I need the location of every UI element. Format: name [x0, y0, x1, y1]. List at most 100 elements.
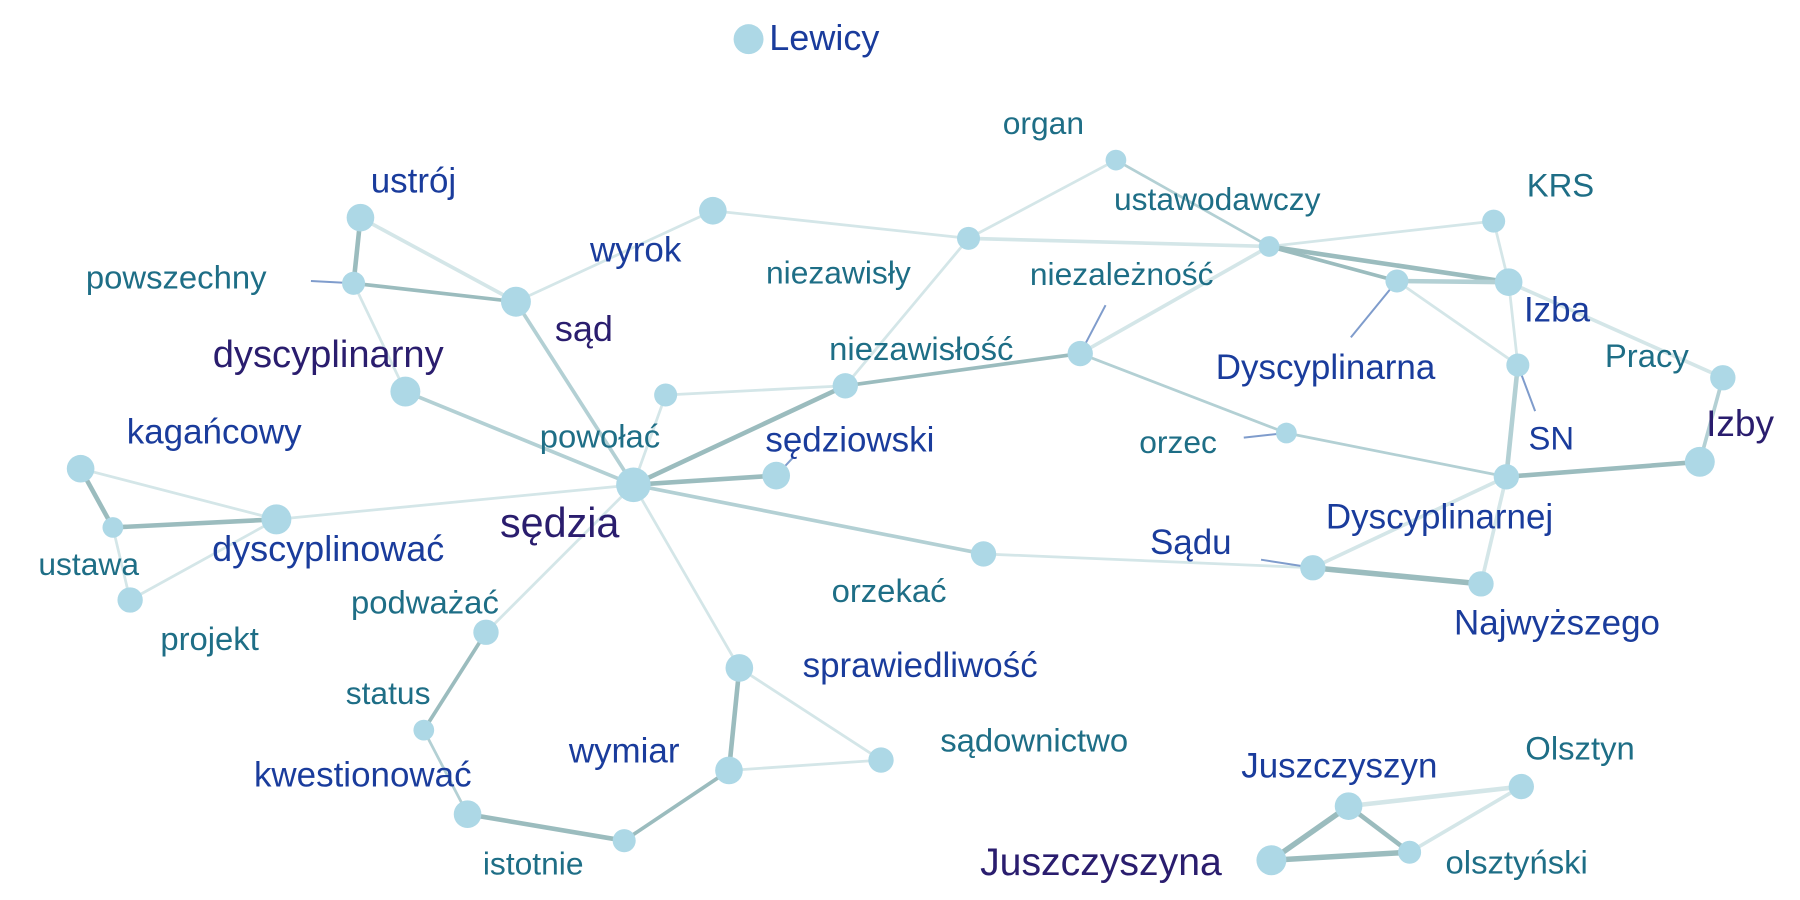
- node-label-najwyzszego: Najwyższego: [1454, 604, 1660, 643]
- edge-dyscyplinowac-kagancowy: [79, 467, 278, 521]
- node-niezawislosc: [832, 373, 858, 399]
- node-label-istotnie: istotnie: [483, 845, 584, 881]
- node-label-niezaleznosc: niezależność: [1030, 256, 1214, 292]
- node-sadownictwo: [868, 747, 894, 773]
- node-ustawodawczy: [1258, 236, 1280, 257]
- node-label-sadownictwo: sądownictwo: [940, 721, 1128, 758]
- node-label-niezawisly: niezawisły: [766, 255, 911, 291]
- node-label-pracy: Pracy: [1605, 337, 1689, 374]
- node-sadu: [1300, 555, 1326, 581]
- node-label-izby: Izby: [1706, 402, 1774, 444]
- edge-powszechny-sad: [351, 281, 518, 304]
- edge-kwestionowac-istotnie: [465, 811, 627, 843]
- node-niezaleznosc: [1067, 340, 1093, 367]
- node-label-wyrok: wyrok: [589, 230, 682, 269]
- edge-niezaleznosc-niezawislosc: [843, 351, 1083, 388]
- edge-dyscyplinarny-sedzia: [403, 389, 636, 487]
- node-label-organ: organ: [1003, 105, 1084, 141]
- node-label-krs: KRS: [1527, 166, 1595, 203]
- edge-sedzia-podwazac: [484, 483, 635, 634]
- edge-ustawodawczy-izba: [1266, 244, 1511, 285]
- edge-sadu-najwyzszego: [1310, 564, 1484, 587]
- node-orzec: [1276, 422, 1297, 444]
- node-dyscyplinowac: [261, 504, 292, 535]
- node-wyrok: [699, 196, 727, 225]
- node-organ: [1105, 149, 1127, 171]
- node-label-dyscyplinowac: dyscyplinować: [212, 528, 444, 569]
- node-label-sedziowski: sędziowski: [765, 420, 934, 459]
- edge-niezaleznosc-orzec: [1078, 352, 1288, 435]
- node-projekt: [117, 587, 143, 613]
- node-label-sadu: Sądu: [1150, 523, 1232, 562]
- edge-niezawislosc-sedzia: [631, 383, 848, 488]
- edge-dyscyplinarnej-sadu: [1311, 474, 1509, 570]
- node-label-powszechny: powszechny: [86, 259, 267, 296]
- node-label-izba: Izba: [1524, 290, 1591, 329]
- edge-sedziowski-sedzia: [631, 473, 779, 488]
- node-powolac: [654, 383, 678, 407]
- node-label-dyscyplinarnej: Dyscyplinarnej: [1326, 498, 1553, 537]
- node-label-olsztyn: Olsztyn: [1525, 730, 1634, 767]
- node-krs: [1482, 209, 1506, 233]
- edge-powszechny-dyscyplinarny: [352, 281, 407, 393]
- node-sad: [500, 286, 531, 317]
- node-label-projekt: projekt: [160, 620, 259, 657]
- node-label-ustawa: ustawa: [38, 546, 139, 582]
- edge-wymiar-sprawiedliwosc: [726, 665, 742, 773]
- node-label-kagancowy: kagańcowy: [127, 412, 302, 451]
- edge-sedzia-dyscyplinowac: [275, 483, 635, 521]
- node-sprawiedliwosc: [725, 654, 754, 682]
- edge-istotnie-wymiar: [622, 768, 731, 843]
- node-powszechny: [342, 271, 366, 295]
- nodes-layer: [66, 24, 1736, 876]
- node-label-ustroj: ustrój: [371, 161, 456, 200]
- node-lewicy: [733, 24, 764, 55]
- edge-niezawisly-ustawodawczy: [966, 236, 1271, 249]
- node-label-sprawiedliwosc: sprawiedliwość: [803, 646, 1038, 685]
- edge-organ-ustawodawczy: [1114, 158, 1271, 248]
- edge-juszczyszyn-olsztyn: [1346, 784, 1524, 809]
- node-label-podwazac: podważać: [351, 583, 499, 620]
- node-izby: [1684, 446, 1715, 477]
- node-label-orzec: orzec: [1139, 424, 1217, 460]
- node-sedzia: [616, 467, 651, 503]
- node-podwazac: [473, 619, 499, 645]
- edge-dyscyplinarnej-izby: [1504, 459, 1703, 480]
- edge-wymiar-sadownictwo: [727, 758, 883, 772]
- leader-line-dyscyplinarna: [1350, 280, 1398, 339]
- edge-dyscyplinarnej-najwyzszego: [1479, 474, 1509, 586]
- node-label-sad: sąd: [555, 308, 613, 349]
- node-label-juszczyszyna: Juszczyszyna: [980, 841, 1222, 884]
- edge-dyscyplinowac-ustawa: [110, 517, 279, 530]
- node-dyscyplinarna: [1385, 269, 1409, 293]
- node-niezawisly: [957, 226, 981, 250]
- node-orzekac: [970, 541, 997, 567]
- node-wymiar: [715, 756, 743, 785]
- node-ustroj: [346, 203, 375, 232]
- edge-ustawodawczy-dyscyplinarna: [1267, 244, 1399, 283]
- node-label-kwestionowac: kwestionować: [254, 756, 472, 795]
- edge-dyscyplinarnej-orzec: [1284, 431, 1508, 479]
- node-label-sn: SN: [1528, 420, 1574, 457]
- node-label-wymiar: wymiar: [568, 731, 680, 770]
- node-label-lewicy: Lewicy: [769, 17, 879, 58]
- edge-wyrok-niezawisly: [711, 209, 970, 240]
- edge-podwazac-status: [421, 630, 488, 732]
- edge-sad-sedzia: [514, 299, 636, 487]
- edge-dyscyplinowac-projekt: [128, 518, 278, 602]
- node-olsztyn: [1508, 773, 1534, 800]
- edge-sedzia-sprawiedliwosc: [632, 483, 741, 670]
- node-sedziowski: [762, 461, 791, 490]
- edge-niezawislosc-powolac: [664, 384, 847, 397]
- node-istotnie: [612, 829, 636, 853]
- edge-juszczyszyn-juszczyszyna: [1268, 803, 1352, 864]
- edge-niezawisly-niezawislosc: [843, 237, 970, 388]
- node-label-powolac: powołać: [540, 417, 660, 454]
- node-label-orzekac: orzekać: [832, 572, 947, 609]
- edge-ustawodawczy-niezaleznosc: [1078, 244, 1271, 356]
- edge-izba-sn: [1507, 280, 1520, 367]
- edge-sad-wyrok: [514, 209, 715, 304]
- edge-dyscyplinarna-sn: [1395, 279, 1520, 367]
